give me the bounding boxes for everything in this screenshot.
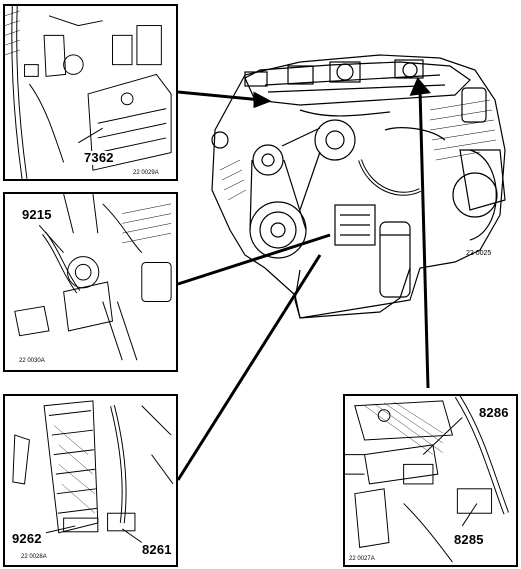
leader-to-top-left [177, 90, 263, 102]
callout-8286: 8286 [478, 405, 510, 420]
leader-to-middle-left [177, 233, 331, 286]
drive-belt [249, 127, 321, 231]
panel-ref-code: 22 0028A [21, 554, 47, 560]
callout-9215: 9215 [21, 207, 53, 222]
panel-ref-code: 22 0027A [349, 556, 375, 562]
detail-illustration-bottom-right [345, 396, 509, 563]
engine-ref-code: 22 0025 [466, 250, 492, 257]
detail-panel-middle-left: 9215 22 0030A [3, 192, 178, 372]
oil-pan [294, 267, 411, 319]
pulley-main [249, 201, 307, 259]
leader-to-bottom-right [418, 89, 430, 389]
leader-to-bottom-left [176, 254, 322, 481]
oil-filter [379, 221, 411, 298]
callout-8261: 8261 [141, 542, 173, 557]
pulley-upper [252, 144, 284, 176]
panel-ref-code: 22 0029A [133, 170, 159, 176]
detail-illustration-top-left [5, 6, 172, 179]
detail-panel-top-left: 7362 22 0029A [3, 4, 178, 181]
detail-illustration-middle-left [14, 194, 172, 361]
detail-panel-bottom-left: 9262 8261 22 0028A [3, 394, 178, 567]
callout-7362: 7362 [83, 150, 115, 165]
callout-8285: 8285 [453, 532, 485, 547]
detail-illustration-bottom-left [12, 400, 174, 543]
panel-ref-code: 22 0030A [19, 358, 45, 364]
callout-9262: 9262 [11, 531, 43, 546]
detail-panel-bottom-right: 8286 8285 22 0027A [343, 394, 518, 567]
